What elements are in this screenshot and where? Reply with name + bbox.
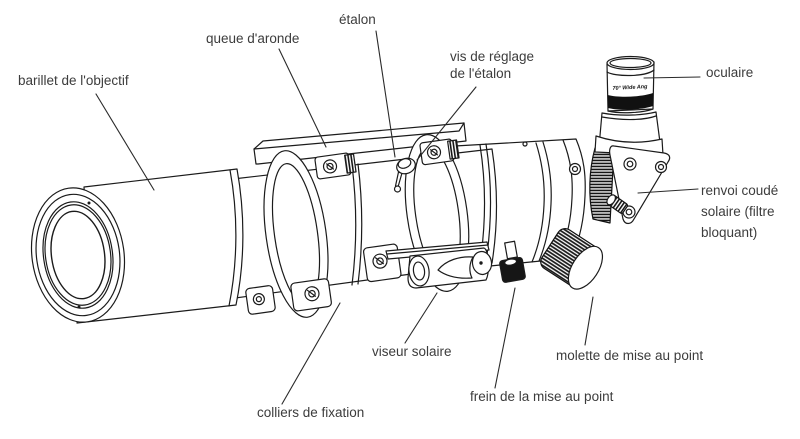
leader-eyepiece — [643, 76, 701, 79]
ring-clamp-top-front — [314, 152, 357, 180]
leader-focus-lock — [494, 287, 516, 389]
etalon-tuner-lever — [393, 157, 416, 193]
ring-clamp-bottom-rear — [362, 243, 402, 283]
leader-lines — [95, 30, 701, 405]
objective-dew-shield — [30, 168, 244, 324]
label-focus-lock: frein de la mise au point — [470, 389, 614, 404]
leader-focus-knob — [584, 296, 594, 346]
label-objective-cell: barillet de l'objectif — [18, 73, 129, 88]
leader-sun-finder — [404, 292, 438, 344]
label-diagonal: renvoi coudé solaire (filtre bloquant) — [701, 183, 779, 240]
leader-diagonal — [637, 188, 699, 194]
focus-knob — [540, 228, 604, 290]
ring-clamp-bottom-front — [290, 278, 332, 312]
leader-etalon-adjust — [416, 86, 477, 161]
leader-etalon — [375, 30, 396, 158]
dovetail-bar — [253, 122, 467, 165]
leader-dovetail — [278, 48, 327, 148]
focus-lock-knob — [499, 240, 526, 283]
diagonal-set-screw — [606, 194, 629, 214]
tube-ring-front — [263, 150, 329, 318]
label-eyepiece: oculaire — [706, 65, 754, 80]
eyepiece: 70° Wide Ang — [594, 55, 664, 156]
label-dovetail: queue d'aronde — [206, 31, 300, 46]
sun-finder — [385, 241, 493, 289]
label-tube-rings: colliers de fixation — [257, 405, 365, 420]
objective-lens-rings — [30, 187, 126, 323]
label-etalon: étalon — [339, 12, 376, 27]
label-sun-finder: viseur solaire — [372, 344, 452, 359]
eyepiece-marking: 70° Wide Ang — [612, 84, 648, 92]
leader-objective-cell — [95, 93, 155, 191]
leader-tube-rings — [281, 302, 341, 405]
label-focus-knob: molette de mise au point — [556, 348, 704, 363]
ring-clamp-bottom-left — [245, 285, 276, 315]
solar-diagonal — [606, 145, 671, 225]
label-etalon-adjust: vis de réglage de l'étalon — [450, 49, 535, 81]
